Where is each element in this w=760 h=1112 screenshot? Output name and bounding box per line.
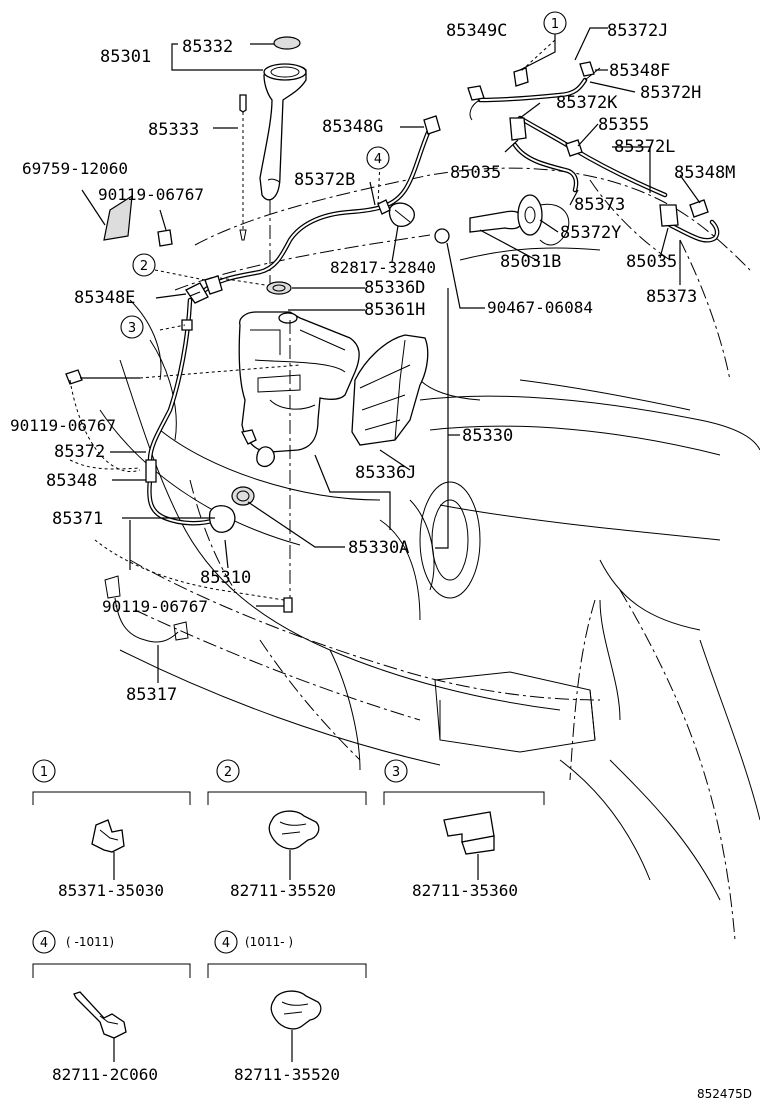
pump-85310 xyxy=(208,505,236,533)
label-85348M: 85348M xyxy=(674,163,735,183)
washer-tank xyxy=(231,281,360,600)
nozzle-85035a xyxy=(509,117,527,141)
label-85372H: 85372H xyxy=(640,83,701,103)
label-90467-06084: 90467-06084 xyxy=(487,298,593,317)
label-90119-06767-top: 90119-06767 xyxy=(98,185,204,204)
label-85301: 85301 xyxy=(100,47,151,67)
label-85336D: 85336D xyxy=(364,278,425,298)
svg-text:3: 3 xyxy=(392,765,400,780)
nozzle-85035b xyxy=(659,204,679,227)
clamp-82817 xyxy=(388,202,415,227)
svg-text:4: 4 xyxy=(40,936,48,951)
label-85332: 85332 xyxy=(182,37,233,57)
callout-2: 2 xyxy=(132,253,156,277)
detail-4-late-part: 82711-35520 xyxy=(234,1065,340,1084)
label-85035-right: 85035 xyxy=(626,252,677,272)
callouts: 1 4 2 3 xyxy=(120,11,567,339)
label-90119-06767-left: 90119-06767 xyxy=(10,416,116,435)
label-85348F: 85348F xyxy=(609,61,670,81)
tank-grommet xyxy=(266,281,292,295)
svg-text:1: 1 xyxy=(40,765,48,780)
clamp-1 xyxy=(513,67,529,87)
part-labels: 85301 85332 85333 69759-12060 90119-0676… xyxy=(10,21,735,705)
label-85035-left: 85035 xyxy=(450,163,501,183)
label-82817-32840: 82817-32840 xyxy=(330,258,436,277)
label-90119-06767-bottom: 90119-06767 xyxy=(102,597,208,616)
label-85348E: 85348E xyxy=(74,288,135,308)
label-85372: 85372 xyxy=(54,442,105,462)
label-85031B: 85031B xyxy=(500,252,561,272)
svg-text:2: 2 xyxy=(224,765,232,780)
label-85333: 85333 xyxy=(148,120,199,140)
filler-assembly xyxy=(239,36,307,285)
bolt-90119c xyxy=(283,597,293,613)
label-85373-right: 85373 xyxy=(646,287,697,307)
clamp-4 xyxy=(377,199,391,215)
label-85355: 85355 xyxy=(598,115,649,135)
pump-grommet xyxy=(231,486,255,506)
detail-4-late: 4 (1011- ) 82711-35520 xyxy=(207,930,367,1084)
label-85361H: 85361H xyxy=(364,300,425,320)
label-85349C: 85349C xyxy=(446,21,507,41)
fittings xyxy=(65,61,709,643)
clamp-2 xyxy=(204,275,223,295)
joint-85355 xyxy=(565,139,583,157)
label-85372J: 85372J xyxy=(607,21,668,41)
connector-85317 xyxy=(104,575,121,599)
joint-85348F xyxy=(579,61,595,77)
label-85330A: 85330A xyxy=(348,538,409,558)
detail-3: 3 82711-35360 xyxy=(383,759,545,900)
grommet-90467 xyxy=(434,228,450,244)
label-85372Y: 85372Y xyxy=(560,223,621,243)
clamp-3 xyxy=(181,319,193,331)
figure-code: 852475D xyxy=(697,1087,752,1101)
label-85372B: 85372B xyxy=(294,170,355,190)
label-69759-12060: 69759-12060 xyxy=(22,159,128,178)
joint-85348G xyxy=(423,115,441,135)
label-85348G: 85348G xyxy=(322,117,383,137)
washer-pump xyxy=(256,446,275,468)
svg-text:3: 3 xyxy=(128,321,136,336)
callout-3: 3 xyxy=(120,315,144,339)
joint-85348 xyxy=(145,459,157,483)
detail-4-early-part: 82711-2C060 xyxy=(52,1065,158,1084)
label-85348: 85348 xyxy=(46,471,97,491)
detail-4-early-range: ( -1011) xyxy=(66,935,114,949)
callout-4: 4 xyxy=(366,146,390,170)
label-85310: 85310 xyxy=(200,568,251,588)
label-85336J: 85336J xyxy=(355,463,416,483)
detail-1: 1 85371-35030 xyxy=(32,759,191,900)
label-85372L: 85372L xyxy=(614,137,675,157)
label-85373-top: 85373 xyxy=(574,195,625,215)
label-69759 xyxy=(103,194,133,241)
clip-85349C xyxy=(467,85,485,101)
svg-text:1: 1 xyxy=(551,17,559,32)
bolt-90119a xyxy=(157,229,173,247)
leader-lines xyxy=(69,27,701,683)
washer-hoses xyxy=(147,67,720,526)
detail-4-early: 4 ( -1011) 82711-2C060 xyxy=(32,930,191,1084)
dipstick-top xyxy=(239,94,247,113)
label-85371: 85371 xyxy=(52,509,103,529)
label-85330: 85330 xyxy=(462,426,513,446)
filler-cap-seal xyxy=(273,36,301,50)
vehicle-body-outline xyxy=(99,167,760,941)
detail-2-part: 82711-35520 xyxy=(230,881,336,900)
motor-85031B xyxy=(469,210,523,233)
detail-2: 2 82711-35520 xyxy=(207,759,367,900)
svg-text:2: 2 xyxy=(140,259,148,274)
callout-1: 1 xyxy=(543,11,567,35)
svg-text:4: 4 xyxy=(222,936,230,951)
svg-text:4: 4 xyxy=(374,152,382,167)
label-85317: 85317 xyxy=(126,685,177,705)
detail-1-part: 85371-35030 xyxy=(58,881,164,900)
bolt-90119b xyxy=(65,369,83,385)
label-85372K: 85372K xyxy=(556,93,618,113)
tank-bracket xyxy=(351,334,429,446)
detail-4-late-range: (1011- ) xyxy=(245,935,293,949)
detail-3-part: 82711-35360 xyxy=(412,881,518,900)
